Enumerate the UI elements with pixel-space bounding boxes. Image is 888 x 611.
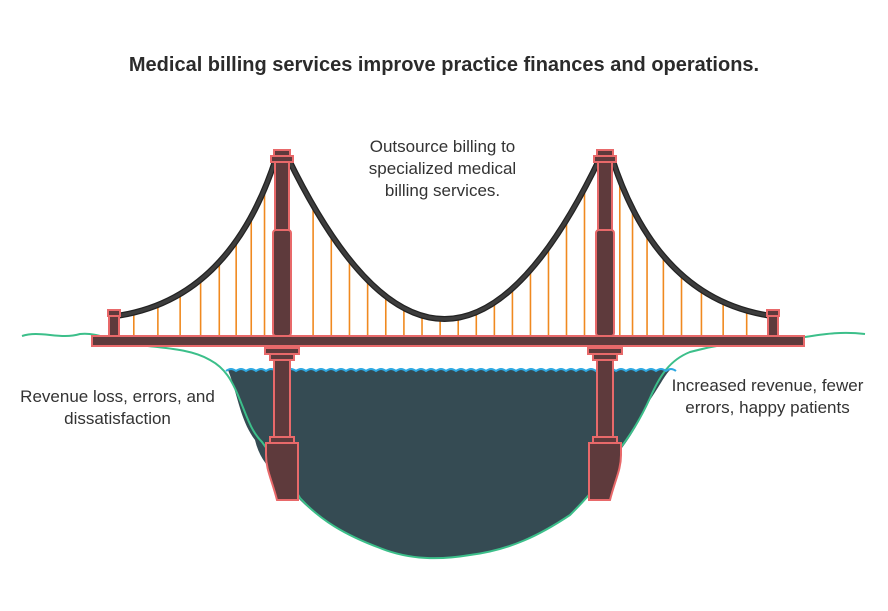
page-title: Medical billing services improve practic…	[128, 54, 760, 76]
right-side-label: Increased revenue, fewer errors, happy p…	[671, 376, 864, 417]
end-tower	[767, 315, 779, 337]
bridge-deck	[91, 335, 805, 347]
pier-base	[265, 442, 299, 501]
ground-outline	[21, 331, 866, 560]
main-cable-inner-0	[115, 157, 278, 318]
pier-column	[273, 359, 291, 439]
main-cable-inner-2	[610, 157, 773, 318]
pier-column	[596, 359, 614, 439]
bridge-label: Outsource billing to specialized medical…	[368, 137, 517, 200]
tower-upper	[274, 161, 290, 233]
left-side-label: Revenue loss, errors, and dissatisfactio…	[20, 387, 215, 428]
main-cable-inner-1	[286, 157, 602, 321]
tower-lower	[595, 229, 615, 337]
suspender-cables	[133, 179, 748, 337]
main-cables	[115, 156, 773, 322]
tower-lower	[272, 229, 292, 337]
water-body	[21, 331, 866, 560]
main-cable-2	[609, 157, 773, 319]
tower-upper	[597, 161, 613, 233]
bridge-towers	[91, 149, 805, 501]
pier-base	[588, 442, 622, 501]
water	[228, 370, 670, 559]
end-tower	[108, 315, 120, 337]
